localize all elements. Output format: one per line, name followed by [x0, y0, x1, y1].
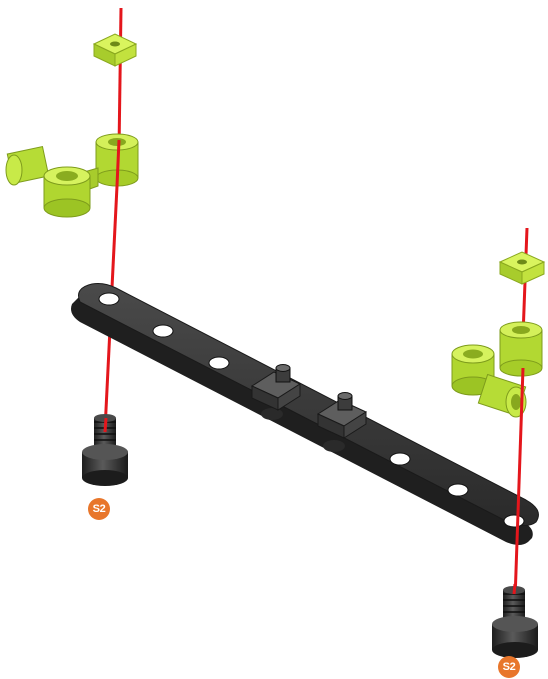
bar-hole-5 — [389, 452, 411, 466]
bar-hole-6 — [447, 483, 469, 497]
bolt-right — [492, 586, 538, 658]
part-label-right: S2 — [498, 656, 520, 678]
square-nut-left — [92, 33, 138, 67]
part-label-left: S2 — [88, 498, 110, 520]
flat-bar — [71, 283, 539, 545]
bar-hole-1 — [98, 292, 120, 306]
bar-hole-3 — [208, 356, 230, 370]
bar-hole-2 — [152, 324, 174, 338]
guide-line-right-bolt — [512, 583, 517, 595]
bolt-left — [82, 414, 128, 486]
guide-line-left-bolt — [103, 417, 108, 433]
guide-line-right-lower — [513, 367, 525, 601]
bar-hole-7 — [503, 514, 525, 528]
square-nut-right — [498, 251, 546, 285]
angle-connector-right — [451, 321, 543, 418]
guide-line-left-top — [117, 7, 123, 151]
center-bracket — [250, 364, 368, 452]
guide-line-left-mid — [115, 139, 121, 187]
